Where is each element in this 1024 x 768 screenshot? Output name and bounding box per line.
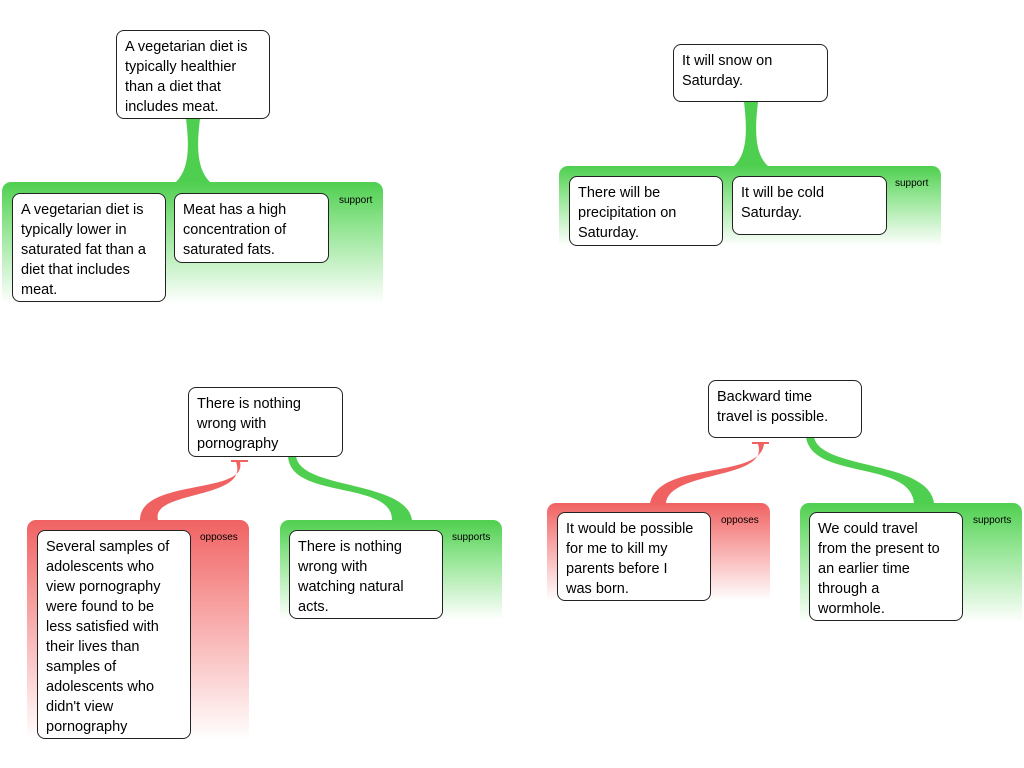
claim-box[interactable]: Backward time travel is possible.	[708, 380, 862, 438]
claim-box[interactable]: It will snow on Saturday.	[673, 44, 828, 102]
support-label: support	[895, 178, 929, 189]
reason-box[interactable]: It will be cold Saturday.	[732, 176, 887, 235]
oppose-label: opposes	[721, 515, 759, 526]
support-connector	[734, 102, 768, 166]
support-connector	[176, 119, 210, 182]
objection-box[interactable]: Several samples of adolescents who view …	[37, 530, 191, 739]
objection-box[interactable]: It would be possible for me to kill my p…	[557, 512, 711, 601]
reason-box[interactable]: There will be precipitation on Saturday.	[569, 176, 723, 246]
support-label: supports	[973, 515, 1012, 526]
support-label: support	[339, 195, 373, 206]
oppose-connector	[650, 444, 764, 503]
oppose-label: opposes	[200, 532, 238, 543]
reason-box[interactable]: We could travel from the present to an e…	[809, 512, 963, 621]
reason-box[interactable]: A vegetarian diet is typically lower in …	[12, 193, 166, 302]
support-connector	[806, 437, 934, 503]
claim-box[interactable]: A vegetarian diet is typically healthier…	[116, 30, 270, 119]
support-label: supports	[452, 532, 491, 543]
oppose-connector	[140, 462, 241, 520]
reason-box[interactable]: There is nothing wrong with watching nat…	[289, 530, 443, 619]
support-connector	[288, 456, 412, 520]
reason-box[interactable]: Meat has a high concentration of saturat…	[174, 193, 329, 263]
claim-box[interactable]: There is nothing wrong with pornography	[188, 387, 343, 457]
